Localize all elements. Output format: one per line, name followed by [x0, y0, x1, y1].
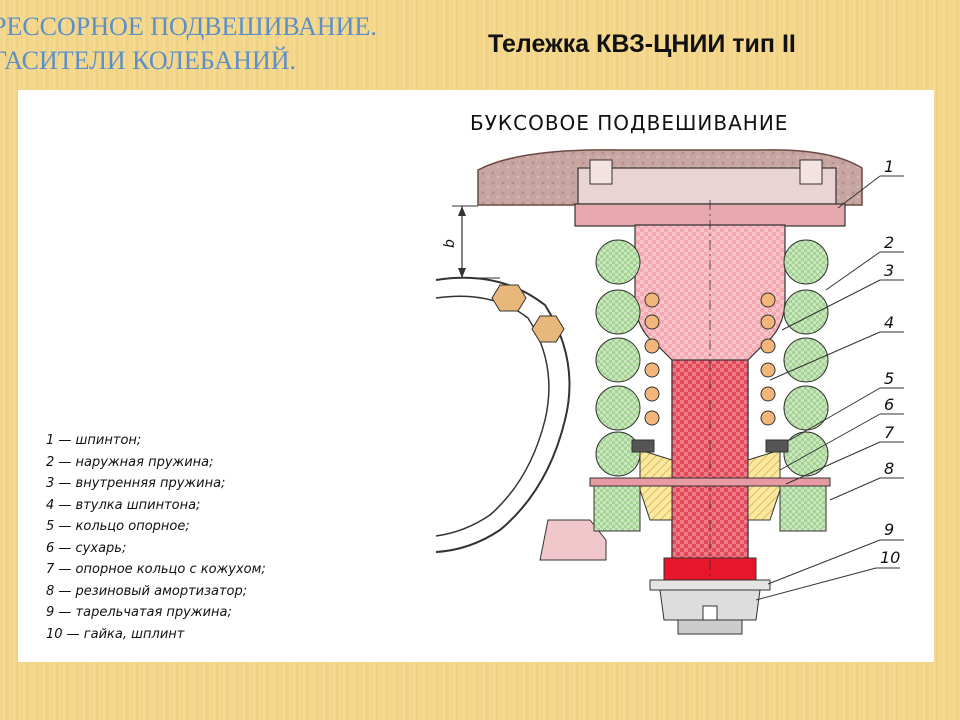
callout-number: 8 [884, 459, 894, 478]
callout-number: 10 [880, 548, 900, 567]
inner-spring-coil [760, 410, 776, 426]
section-title-line-1: РЕССОРНОЕ ПОДВЕШИВАНИЕ. [0, 12, 377, 41]
support-ring-casing-shape [589, 477, 831, 487]
inner-spring-coil [644, 386, 660, 402]
inner-spring-coil [644, 410, 660, 426]
bolt-left-shape [589, 159, 613, 185]
outer-spring-coil [783, 385, 829, 431]
callout-leader [779, 413, 881, 471]
inner-spring-coil [760, 386, 776, 402]
outer-spring-coil [595, 239, 641, 285]
callout-number: 6 [884, 395, 894, 414]
section-title-line-2: ГАСИТЕЛИ КОЛЕБАНИЙ. [0, 46, 297, 75]
inner-spring-coil [760, 362, 776, 378]
callout-number: 7 [884, 423, 895, 442]
legend: 1 — шпинтон; 2 — наружная пружина; 3 — вну… [46, 430, 346, 645]
legend-item: 10 — гайка, шплинт [46, 626, 185, 642]
callout-number: 5 [884, 369, 894, 388]
legend-item: 6 — сухарь; [46, 540, 127, 556]
dimension-label: b [442, 239, 458, 248]
inner-spring-coils [644, 292, 776, 426]
inner-spring-coil [644, 362, 660, 378]
top-plate-shape [577, 167, 837, 205]
diagram-title: БУКСОВОЕ ПОДВЕШИВАНИЕ [470, 111, 789, 135]
rubber-absorber-right-shape [779, 484, 827, 532]
callout-leader [781, 279, 881, 331]
legend-item: 2 — наружная пружина; [46, 454, 214, 470]
inner-spring-coil [760, 292, 776, 308]
outer-spring-coil [783, 431, 829, 477]
inner-spring-coil [644, 292, 660, 308]
nut-shape [659, 589, 761, 621]
outer-spring-coil [783, 239, 829, 285]
bolt-right-shape [799, 159, 823, 185]
support-ring-right-shape [765, 439, 789, 453]
support-ring-left-shape [631, 439, 655, 453]
axlebox-bolt-2-shape [531, 315, 565, 343]
callout-number: 9 [884, 520, 894, 539]
callouts: 1 2 3 4 5 6 7 8 9 10 [755, 157, 904, 601]
disc-spring-shape [649, 579, 771, 591]
inner-spring-coil [644, 338, 660, 354]
legend-item: 4 — втулка шпинтона; [46, 497, 201, 513]
axlebox-housing-inner-shape [435, 295, 550, 537]
slide-section-title: РЕССОРНОЕ ПОДВЕШИВАНИЕ. ГАСИТЕЛИ КОЛЕБАН… [0, 10, 420, 78]
outer-spring-coil [595, 431, 641, 477]
nut-lower-shape [677, 619, 743, 635]
axlebox-arm-shape [539, 519, 607, 561]
callout-leader [755, 567, 877, 601]
inner-spring-coil [760, 338, 776, 354]
callout-number: 1 [884, 157, 894, 176]
outer-spring-coil [595, 337, 641, 383]
legend-item: 3 — внутренняя пружина; [46, 476, 226, 491]
outer-spring-coil [595, 289, 641, 335]
inner-spring-coil [644, 314, 660, 330]
outer-spring-coil [783, 337, 829, 383]
legend-item: 8 — резиновый амортизатор; [46, 583, 248, 599]
legend-item: 5 — кольцо опорное; [46, 519, 190, 534]
rubber-absorber-left-shape [593, 484, 641, 532]
callout-leader [767, 539, 881, 585]
callout-leader [837, 175, 881, 209]
outer-spring-coil [783, 289, 829, 335]
axlebox-bolt-1-shape [491, 284, 527, 312]
legend-item: 1 — шпинтон; [46, 433, 142, 448]
slide-title: Тележка КВЗ-ЦНИИ тип II [488, 30, 796, 58]
callout-leader [825, 251, 881, 291]
inner-spring-coil [760, 314, 776, 330]
outer-spring-coil [595, 385, 641, 431]
cotter-pin-shape [702, 605, 718, 621]
callout-number: 4 [884, 313, 894, 332]
legend-item: 9 — тарельчатая пружина; [46, 605, 232, 620]
callout-leader [785, 441, 881, 485]
callout-leader [829, 477, 881, 501]
callout-leader [769, 331, 881, 381]
callout-leader [789, 387, 881, 441]
callout-number: 2 [884, 233, 894, 252]
callout-number: 3 [884, 261, 894, 280]
legend-item: 7 — опорное кольцо с кожухом; [46, 562, 266, 577]
